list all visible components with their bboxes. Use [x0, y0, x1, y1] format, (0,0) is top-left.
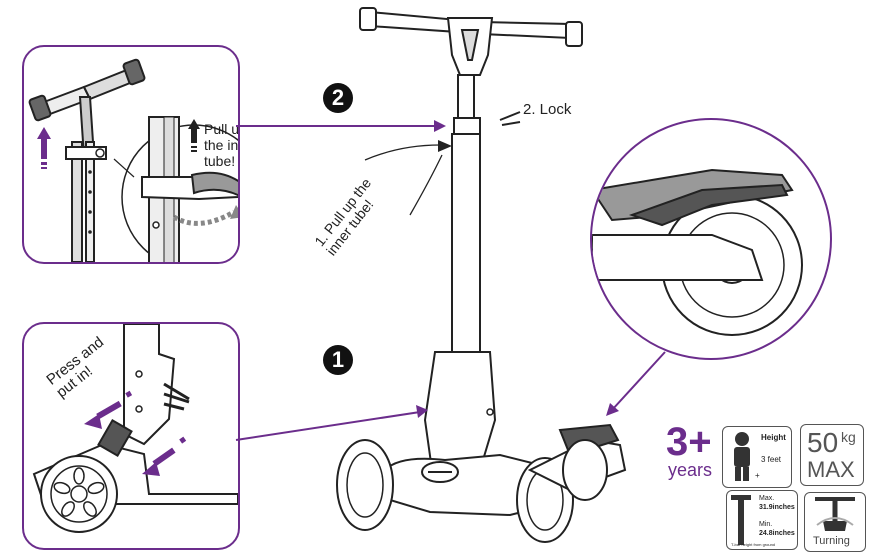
- turning-label: Turning: [813, 535, 850, 547]
- rear-brake-illustration: [592, 168, 803, 336]
- scooter-illustration: [336, 7, 627, 543]
- age-value: 3+: [666, 420, 712, 464]
- pull-up-text-line2: the inner: [204, 137, 239, 153]
- press-insert-illustration: [32, 324, 238, 533]
- height-value: 3 feet: [761, 455, 782, 464]
- weight-value: 50: [807, 427, 839, 458]
- turning-spec-box: Turning: [804, 492, 866, 552]
- max-label: Max.: [759, 495, 775, 502]
- tbar-note: T-bar height from ground: [731, 542, 776, 547]
- pull-up-text-line3: tube!: [204, 153, 236, 169]
- min-value: 24.8inches: [759, 530, 795, 537]
- height-spec-box: Height 3 feet +: [722, 426, 792, 488]
- height-label: Height: [761, 433, 786, 442]
- weight-spec-box: 50 kg MAX: [800, 424, 864, 486]
- weight-max: MAX: [807, 457, 855, 482]
- step2-badge: 2: [323, 83, 353, 113]
- min-label: Min.: [759, 521, 773, 528]
- turning-scooter-icon: [815, 497, 855, 531]
- step1-detail-panel: Press and put in!: [22, 322, 240, 550]
- pull-up-illustration: [28, 58, 238, 262]
- age-unit: years: [668, 460, 713, 480]
- lock-label: 2. Lock: [523, 101, 572, 118]
- rear-brake-detail: [590, 118, 832, 360]
- height-plus: +: [755, 471, 760, 480]
- step2-detail-panel: Pull up the inner tube!: [22, 45, 240, 264]
- tbar-height-box: Max. 31.9inches Min. 24.8inches T-bar he…: [726, 490, 798, 550]
- child-figure-icon: [734, 432, 750, 481]
- weight-unit: kg: [841, 429, 856, 445]
- max-value: 31.9inches: [759, 504, 795, 511]
- pull-up-text-line1: Pull up: [204, 121, 240, 137]
- tbar-icon: [731, 495, 751, 545]
- step1-badge: 1: [323, 345, 353, 375]
